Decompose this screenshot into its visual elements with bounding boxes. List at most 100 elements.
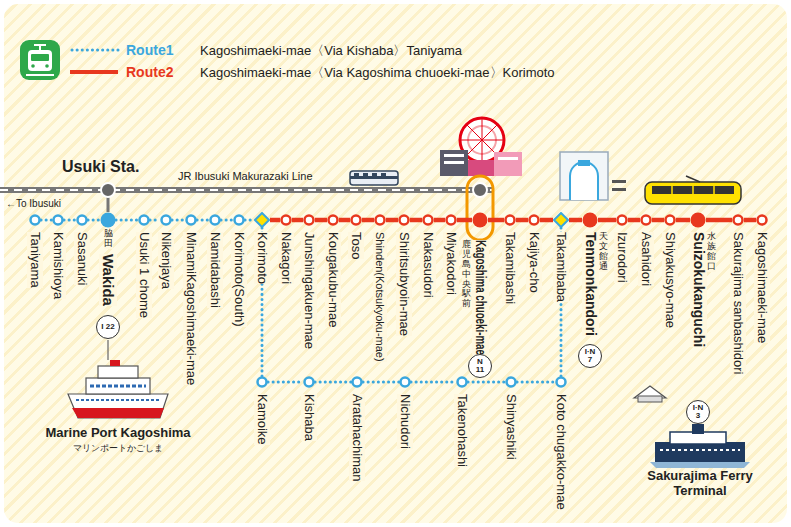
station-name: Takamibaba <box>553 232 569 302</box>
station-circle: Taniyama <box>29 214 41 226</box>
ferry-terminal <box>650 424 750 468</box>
station-mark <box>445 214 457 226</box>
station-name: Wakida <box>99 254 117 306</box>
station-mark <box>582 212 598 228</box>
route2-track <box>652 218 664 223</box>
callout-number: I 22 <box>100 323 116 331</box>
station-name: Kajiya-cho <box>526 232 542 293</box>
station-mark <box>472 212 488 228</box>
station-mark <box>100 212 116 228</box>
route1-track <box>172 219 185 222</box>
station-circle: Shiritsubyoin-mae <box>398 214 410 226</box>
station-mark <box>553 212 569 228</box>
route2-track <box>434 218 445 223</box>
route2-track <box>270 218 280 223</box>
route2-track <box>628 218 640 223</box>
route2-track <box>540 218 553 223</box>
station-circle: Shinden(Kotsukyoku-mae) <box>374 214 386 226</box>
legend-text: Route2 <box>126 64 173 80</box>
station-mark <box>327 214 339 226</box>
junction-diamond: Korimoto <box>254 212 270 228</box>
jr-line <box>0 183 492 212</box>
station-circle <box>447 216 456 225</box>
station-mark <box>756 214 768 226</box>
station-circle: Namidabashi <box>209 214 221 226</box>
station-mark <box>76 214 88 226</box>
map-label: Kagoshimaeki-mae〈Via Kishaba〉Taniyama <box>200 43 462 59</box>
station-circle: Kishaba <box>303 376 315 388</box>
route1-track <box>221 219 233 222</box>
route1-track <box>88 219 100 222</box>
station-circle: Kougakubu-mae <box>327 214 339 226</box>
map-label: Sakurajima Ferry Terminal <box>630 468 770 498</box>
station-name: Junshingakuen-mae <box>301 232 317 349</box>
callout-number: N 11 <box>472 358 488 374</box>
callout-badge: I 22 <box>96 315 120 339</box>
station-name: Korimoto(South) <box>231 232 247 327</box>
route2-track <box>516 218 528 223</box>
station-mark <box>616 214 628 226</box>
station-name: Miyakodori <box>443 232 459 295</box>
station-circle <box>401 378 410 387</box>
junction-diamond <box>554 213 568 227</box>
station-name: Nikenjaya <box>158 232 174 289</box>
station-circle <box>352 216 361 225</box>
station-name: Suizokukanguchi <box>690 232 707 347</box>
station-name: Kishaba <box>301 394 317 441</box>
callout-number: I·N 3 <box>690 404 706 420</box>
station-name: Nichudori <box>397 394 413 449</box>
station-mark <box>209 214 221 226</box>
station-mark <box>374 214 386 226</box>
station-mark <box>351 376 363 388</box>
map-label: JR Ibusuki Makurazaki Line <box>178 170 313 183</box>
station-circle: Izurodori <box>616 214 628 226</box>
station-circle <box>376 216 385 225</box>
route2-track <box>292 218 303 223</box>
station-circle <box>140 216 149 225</box>
major-station: 天文館通Tenmonkandori <box>582 212 598 228</box>
station-circle: Nakasudori <box>422 214 434 226</box>
station-name: Usuki 1 chome <box>136 232 152 318</box>
station-circle: Takamibashi <box>504 214 516 226</box>
major-station-dot <box>101 213 116 228</box>
station-name: Shiyakusyo-mae <box>662 232 678 328</box>
station-circle: Shiyakusyo-mae <box>664 214 676 226</box>
station-circle: Sasanuki <box>76 214 88 226</box>
station-mark <box>504 214 516 226</box>
station-mark <box>640 214 652 226</box>
japanese-name: 脇田 <box>104 229 113 249</box>
station-circle: Kagoshimaeki-mae <box>756 214 768 226</box>
station-circle <box>666 216 675 225</box>
station-name: Kagoshimaeki-mae <box>754 232 770 343</box>
station-circle: Koto chugakko-mae <box>555 376 567 388</box>
route1-track <box>150 219 160 222</box>
aquarium-icon <box>634 386 666 402</box>
route2-track <box>488 218 504 223</box>
station-mark <box>185 214 197 226</box>
station-name: Korimoto <box>254 232 270 284</box>
major-station: 水族館口Suizokukanguchi <box>690 212 706 228</box>
japanese-name: 鹿児島中央駅前 <box>462 240 471 309</box>
station-name: Shinyashiki <box>503 394 519 460</box>
route2-track <box>457 218 472 223</box>
station-mark <box>303 214 315 226</box>
station-circle: Junshingakuen-mae <box>303 214 315 226</box>
major-station-dot <box>473 213 488 228</box>
route1-track <box>468 381 505 384</box>
station-circle: Asahidori <box>640 214 652 226</box>
japanese-name: 水族館口 <box>707 232 716 272</box>
route2-track <box>598 218 616 223</box>
station-mark <box>303 376 315 388</box>
station-circle <box>211 216 220 225</box>
route2-track <box>744 218 756 223</box>
station-name: Shiritsubyoin-mae <box>396 232 412 336</box>
station-mark <box>690 212 706 228</box>
station-mark <box>664 214 676 226</box>
chuo-frame <box>467 176 493 240</box>
station-circle: Korimoto(South) <box>233 214 245 226</box>
station-circle <box>258 378 267 387</box>
route1-track <box>517 381 555 384</box>
station-circle: Usuki 1 chome <box>138 214 150 226</box>
ferry-ship <box>68 360 168 418</box>
station-mark <box>160 214 172 226</box>
